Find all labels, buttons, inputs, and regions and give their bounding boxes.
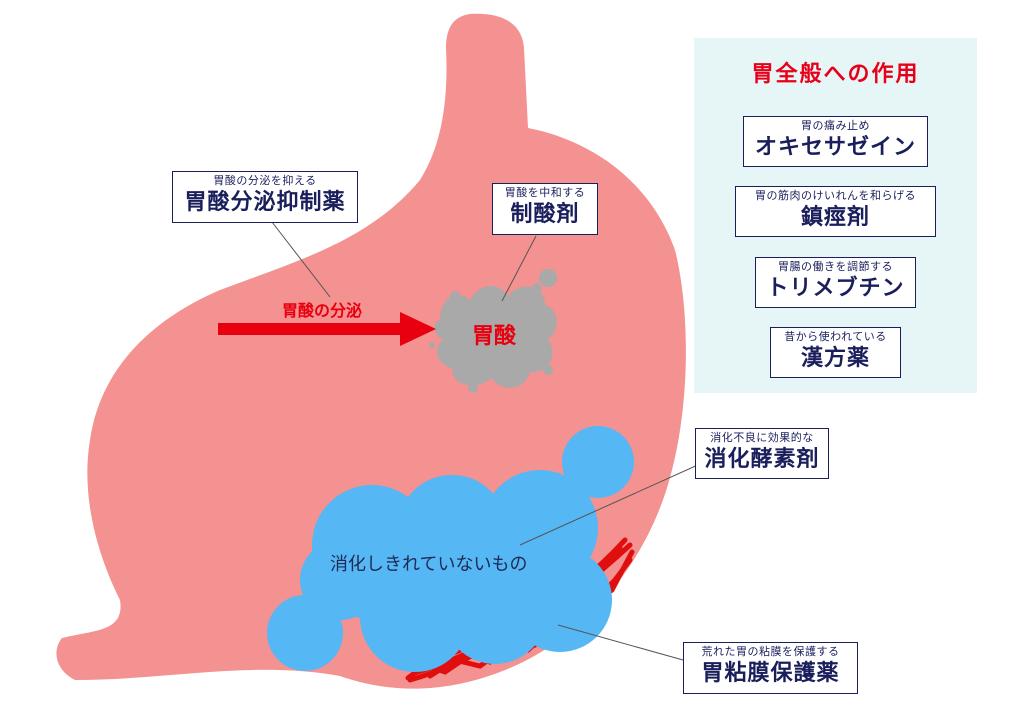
panel-item-kampo: 昔から使われている 漢方薬 [770,327,901,378]
panel-item-name: 漢方薬 [800,345,870,371]
acid-suppressant-name: 胃酸分泌抑制薬 [184,189,346,215]
antacid-desc: 胃酸を中和する [504,186,586,199]
antacid-box: 胃酸を中和する 制酸剤 [492,183,598,235]
secretion-label: 胃酸の分泌 [282,301,363,320]
digestive-enzyme-box: 消化不良に効果的な 消化酵素剤 [695,428,829,479]
panel-item-name: トリメブチン [766,275,905,301]
acid-splat [429,269,557,393]
panel-item-desc: 胃腸の働きを調節する [778,260,893,273]
acid-suppressant-box: 胃酸の分泌を抑える 胃酸分泌抑制薬 [172,171,358,223]
mucosal-protectant-box: 荒れた胃の粘膜を保護する 胃粘膜保護薬 [683,642,858,694]
secretion-arrow [218,312,436,346]
acid-suppressant-desc: 胃酸の分泌を抑える [213,174,317,187]
undigested-label: 消化しきれていないもの [330,554,528,575]
panel-title: 胃全般への作用 [751,62,920,87]
panel-item-name: オキセサゼイン [754,134,916,160]
panel-item-name: 鎮痙剤 [800,204,870,230]
digestive-enzyme-desc: 消化不良に効果的な [710,431,814,444]
undigested-mass [267,426,634,672]
panel-item-antispasmodic: 胃の筋肉のけいれんを和らげる 鎮痙剤 [735,186,936,237]
panel-item-desc: 昔から使われている [784,330,887,343]
antacid-name: 制酸剤 [510,201,580,227]
mucosal-protectant-name: 胃粘膜保護薬 [701,660,840,686]
panel-item-oxethazaine: 胃の痛み止め オキセサゼイン [743,116,928,167]
mucosal-protectant-desc: 荒れた胃の粘膜を保護する [701,645,840,658]
acid-label: 胃酸 [472,324,517,349]
callout-lines [271,221,701,661]
panel-item-trimebutine: 胃腸の働きを調節する トリメブチン [755,257,916,308]
panel-item-desc: 胃の筋肉のけいれんを和らげる [755,189,916,202]
panel-item-desc: 胃の痛み止め [801,119,870,132]
digestive-enzyme-name: 消化酵素剤 [704,446,820,472]
general-effects-panel: 胃全般への作用 胃の痛み止め オキセサゼイン 胃の筋肉のけいれんを和らげる 鎮痙… [694,38,977,393]
